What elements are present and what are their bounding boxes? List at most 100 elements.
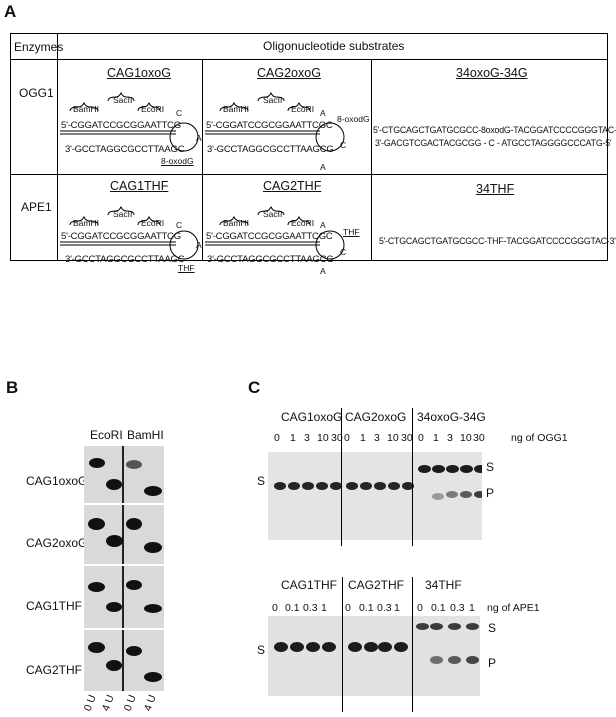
site-label: SacII: [113, 209, 133, 219]
top-strand: 5'-CGGATCCGCGGAATTCG: [61, 231, 181, 242]
gel-band: [348, 642, 362, 652]
group-divider: [412, 577, 413, 712]
enzyme-col-bamhi: BamHI: [127, 428, 164, 442]
group-divider: [412, 408, 413, 546]
lesion-label: 8-oxodG: [337, 114, 370, 124]
gel-band: [446, 465, 459, 473]
gel-band: [474, 491, 482, 498]
group-divider: [342, 577, 343, 712]
lane-number: 0.3: [377, 602, 392, 614]
gel-band: [430, 656, 443, 664]
lane-number: 0.1: [285, 602, 300, 614]
site-label: BamHI: [73, 104, 99, 114]
substrate-title: CAG2oxoG: [257, 66, 321, 80]
lane-number: 3: [447, 432, 453, 444]
lane-number: 0.1: [359, 602, 374, 614]
group-label: 34THF: [425, 578, 462, 592]
loop-base: A: [320, 266, 326, 276]
site-label: EcoRI: [291, 218, 315, 228]
gel-band: [330, 482, 342, 490]
lane-number: 10: [317, 432, 329, 444]
enzyme-ogg1: OGG1: [19, 86, 54, 100]
panel-c-label: C: [248, 378, 261, 397]
gel-band: [466, 656, 479, 664]
site-label: SacII: [263, 95, 283, 105]
gel-band: [448, 656, 461, 664]
site-label: BamHI: [223, 104, 249, 114]
lane-number: 0.3: [303, 602, 318, 614]
lane-number: 10: [460, 432, 472, 444]
panel-a-label: A: [4, 2, 17, 21]
bottom-strand: 3'-GCCTAGGCGCCTTAAGCG: [207, 144, 334, 155]
gel-band: [374, 482, 386, 490]
table-divider: [202, 59, 203, 260]
bottom-strand: 3'-GCCTAGGCGCCTTAAGCG: [207, 254, 334, 265]
gel-band: [360, 482, 372, 490]
gel-band: [290, 642, 304, 652]
gel-row-label: CAG2THF: [26, 663, 83, 677]
gel-band: [322, 642, 336, 652]
strand-line: 5'-CTGCAGCTGATGCGCC-8oxodG-TACGGATCCCCGG…: [373, 125, 616, 135]
site-label: BamHI: [73, 218, 99, 228]
gel-band: [378, 642, 392, 652]
lesion-label: THF: [178, 263, 195, 273]
table-divider: [371, 59, 372, 260]
gel-band: [460, 491, 472, 498]
header-substrates: Oligonucleotide substrates: [263, 39, 405, 53]
top-strand: 5'-CGGATCCGCGGAATTCGC: [206, 120, 333, 131]
lane-number: 1: [360, 432, 366, 444]
lane-number: 1: [321, 602, 327, 614]
lane-number: 30: [401, 432, 413, 444]
loop-base: A: [196, 133, 202, 143]
lane-number: 1: [433, 432, 439, 444]
product-marker: P: [488, 656, 497, 670]
loop-base: C: [340, 140, 347, 150]
gel-band: [432, 493, 444, 500]
gel-band: [448, 623, 461, 630]
gel-c-bottom: [268, 616, 480, 696]
gel-band: [388, 482, 400, 490]
lane-number: 0: [344, 432, 350, 444]
site-label: EcoRI: [141, 104, 165, 114]
loop-base: C: [340, 247, 347, 257]
gel-band: [466, 623, 479, 630]
strand-line: 5'-CTGCAGCTGATGCGCC-THF-TACGGATCCCCGGGTA…: [379, 236, 616, 246]
gel-band: [402, 482, 414, 490]
site-label: SacII: [113, 95, 133, 105]
gel-band: [418, 465, 431, 473]
lane-number: 0: [274, 432, 280, 444]
substrate-title: CAG1oxoG: [107, 66, 171, 80]
bottom-strand: 3'-GCCTAGGCGCCTTAAGC: [65, 144, 185, 155]
header-enzymes: Enzymes: [14, 40, 64, 54]
gel-c-top: [268, 452, 482, 540]
group-label: CAG2oxoG: [345, 410, 407, 424]
lane-number: 1: [469, 602, 475, 614]
gel-row-label: CAG1oxoG: [26, 474, 88, 488]
top-strand: 5'-CGGATCCGCGGAATTCGC: [206, 231, 333, 242]
gel-band: [446, 491, 458, 498]
gel-band: [302, 482, 314, 490]
gel-band: [346, 482, 358, 490]
bottom-strand: 3'-GCCTAGGCGCCTTAAGC: [65, 254, 185, 265]
lane-number: 0.1: [431, 602, 446, 614]
gel-band: [364, 642, 378, 652]
substrate-marker: S: [257, 643, 266, 657]
table-divider: [11, 59, 607, 60]
group-label: 34oxoG-34G: [417, 410, 486, 424]
table-divider: [57, 34, 58, 260]
gel-row-label: CAG2oxoG: [26, 536, 88, 550]
gel-band: [430, 623, 443, 630]
lane-number: 0: [418, 432, 424, 444]
strand-line: 3'-GACGTCGACTACGCGG - C - ATGCCTAGGGGCCC…: [375, 138, 612, 148]
loop-base: C: [176, 108, 183, 118]
lane-number: 1: [290, 432, 296, 444]
gel-band: [274, 642, 288, 652]
gel-band: [306, 642, 320, 652]
gel-b: [84, 446, 164, 691]
gel-band: [288, 482, 300, 490]
table-divider: [11, 174, 607, 175]
group-label: CAG1oxoG: [281, 410, 343, 424]
lesion-label: THF: [343, 227, 360, 237]
site-label: SacII: [263, 209, 283, 219]
